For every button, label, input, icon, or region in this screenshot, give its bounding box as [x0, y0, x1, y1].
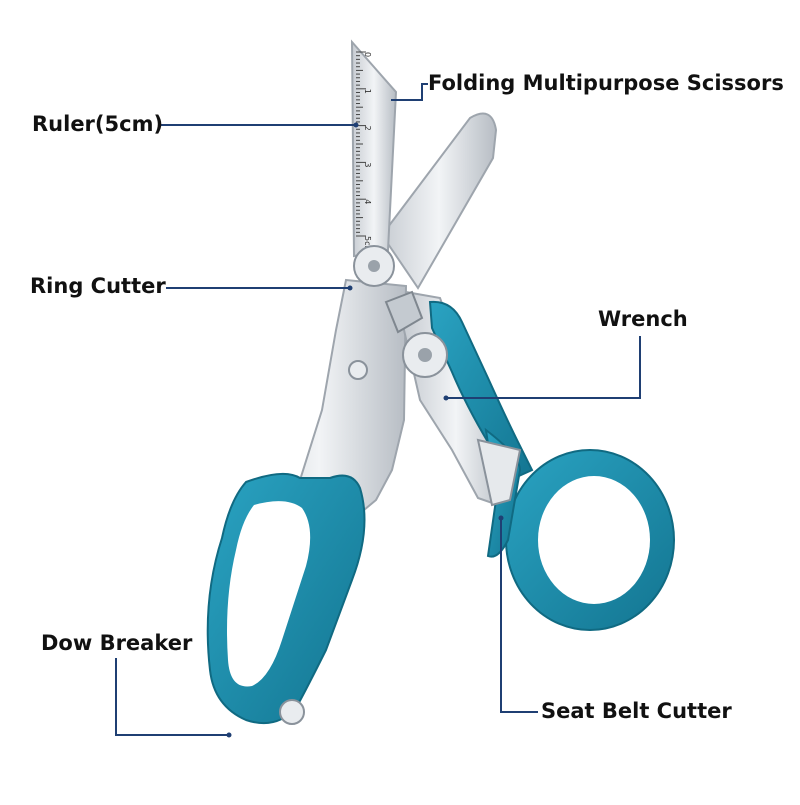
ruler-number: 2: [363, 126, 372, 131]
right-finger-hole: [538, 476, 650, 604]
label-wrench: Wrench: [598, 307, 688, 331]
wrench-triangle: [384, 290, 424, 334]
leader-dot-ring: [347, 285, 353, 291]
ruler-number: 3: [363, 162, 372, 167]
label-ruler: Ruler(5cm): [32, 112, 164, 136]
dow-breaker-tip: [279, 699, 305, 725]
leader-lines: [115, 83, 641, 736]
label-folding-multipurpose-scissors: Folding Multipurpose Scissors: [428, 71, 784, 95]
label-ring-cutter: Ring Cutter: [30, 274, 166, 298]
scissor-blade-ruler: [350, 39, 398, 258]
seat-belt-cutter-hook: [476, 438, 522, 507]
leader-dot-wrench: [443, 395, 449, 401]
pivot-screw-main-inner: [418, 348, 432, 362]
leader-seat-belt-cutter: [500, 518, 538, 713]
label-dow-breaker: Dow Breaker: [41, 631, 193, 655]
leader-dot-ruler: [353, 122, 359, 128]
left-finger-hole: [227, 501, 311, 687]
scissor-blade-right: [380, 112, 498, 290]
leader-dow-breaker: [115, 658, 229, 736]
ruler-number: 0: [363, 52, 372, 57]
leader-wrench: [446, 336, 641, 399]
ruler-number: 5cm: [363, 236, 372, 253]
ruler-scale: 0 1 2 3 4 5cm: [356, 51, 372, 253]
right-handle-arm: [428, 300, 534, 482]
ruler-number: 1: [363, 89, 372, 94]
small-rivet: [348, 360, 368, 380]
leader-dot-seat: [498, 515, 504, 521]
leader-dot-dow: [226, 732, 232, 738]
leader-folding-scissors: [391, 83, 428, 101]
ruler-number: 4: [363, 199, 372, 204]
pivot-screw-top-inner: [368, 260, 380, 272]
label-seat-belt-cutter: Seat Belt Cutter: [541, 699, 732, 723]
